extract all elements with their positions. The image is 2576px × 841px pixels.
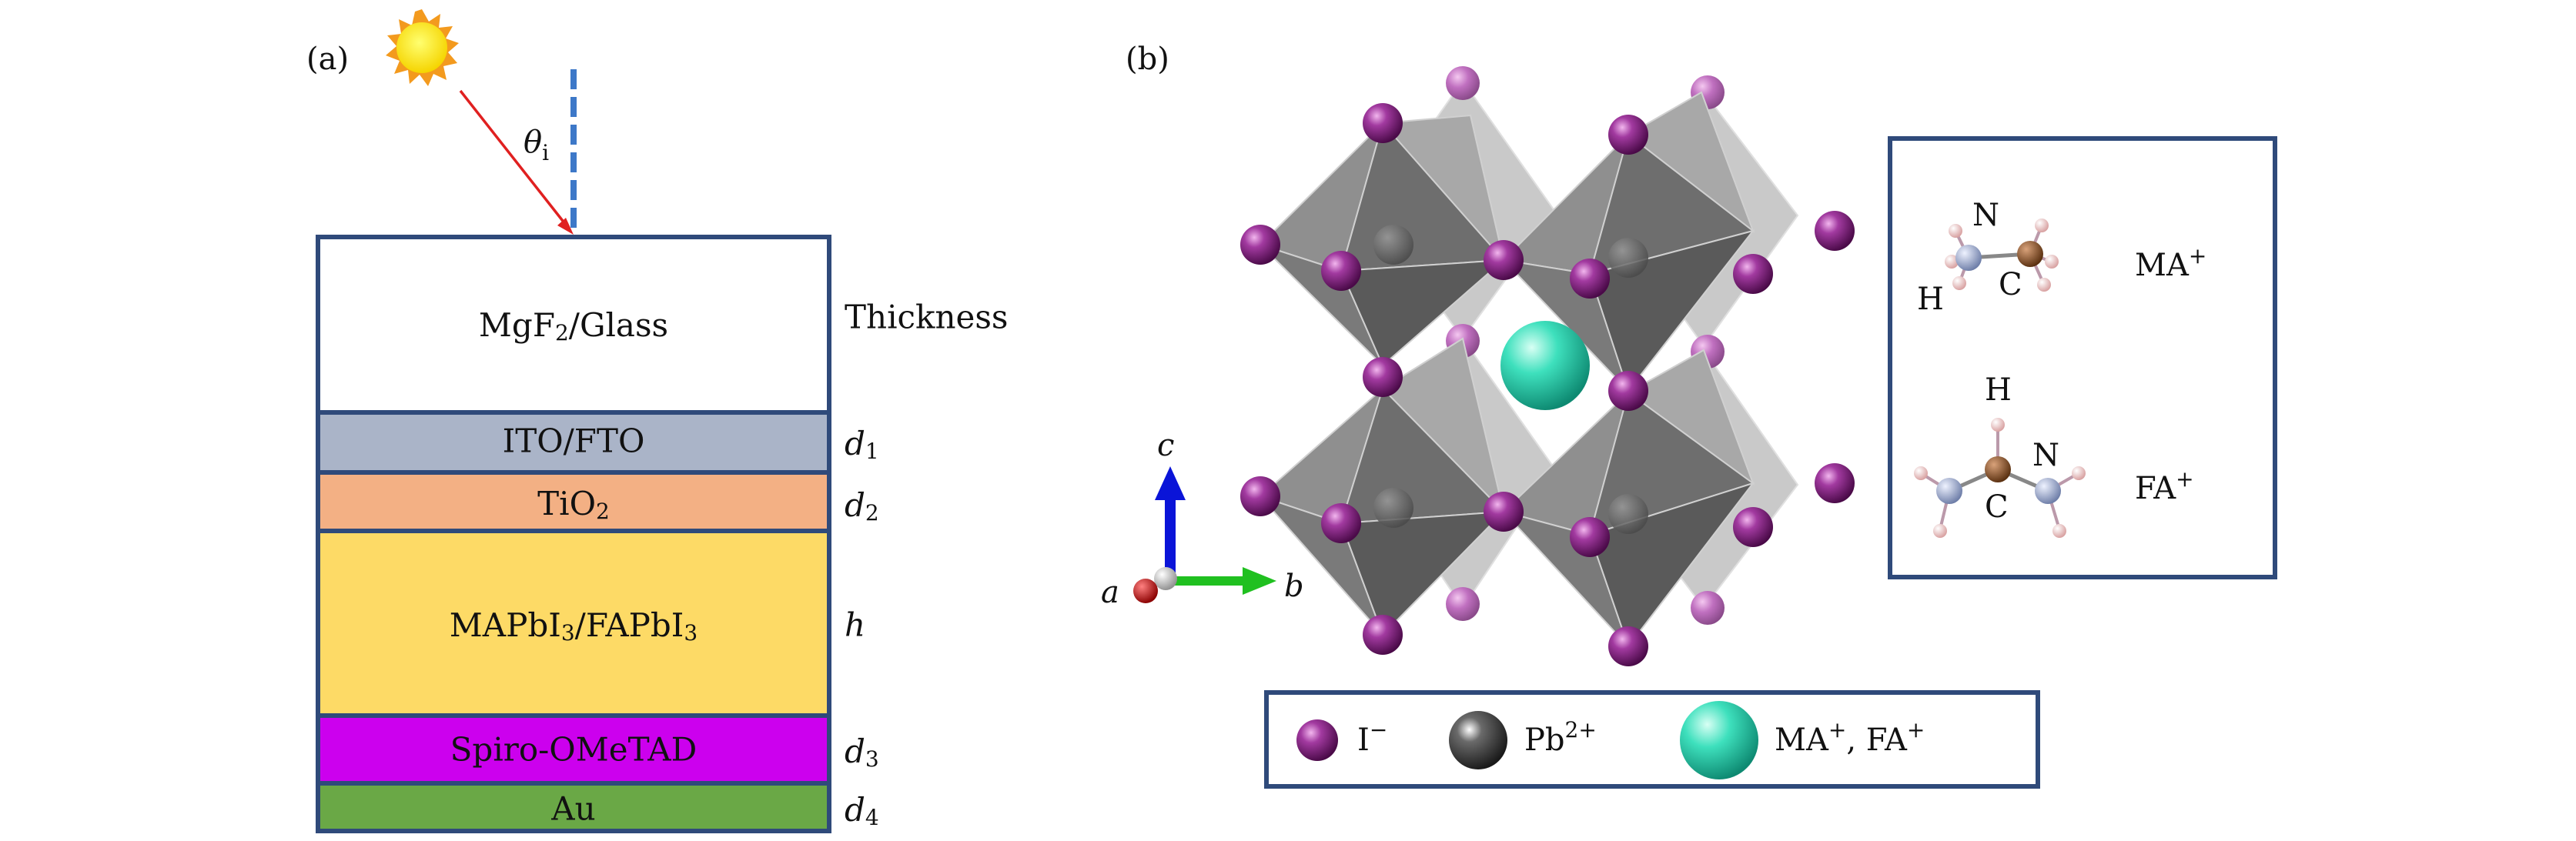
layer-ito-label: ITO/FTO (503, 422, 645, 460)
angle-symbol: θ (524, 125, 542, 160)
layer-perovskite-label: MAPbI3/FAPbI3 (450, 606, 698, 646)
crystal-axes: c b a (1101, 428, 1304, 610)
thickness-d3: d3 (845, 733, 879, 772)
atom-legend: I− Pb2+ MA+, FA+ (1264, 690, 2040, 789)
fa-atom-n: N (2032, 438, 2059, 473)
thickness-h: h (845, 606, 865, 644)
layer-au (316, 781, 831, 833)
thickness-header: Thickness (845, 299, 1008, 336)
incidence-angle-label: θi (524, 125, 549, 165)
fa-atom-c: C (1985, 489, 2009, 525)
legend-iodide-label: I− (1357, 717, 1387, 759)
front-iodides (1240, 103, 1855, 666)
legend-cation-label: MA+, FA+ (1775, 717, 1925, 759)
perovskite-structure (1240, 66, 1855, 666)
c-axis-label: c (1157, 428, 1174, 463)
incident-ray-arrowhead (557, 218, 574, 235)
thickness-d1: d1 (845, 425, 879, 464)
ma-atom-c: C (1999, 267, 2022, 302)
ma-atom-n: N (1972, 198, 1999, 233)
layer-tio2 (316, 470, 831, 533)
angle-subscript: i (542, 140, 549, 165)
thickness-d4: d4 (845, 791, 879, 830)
legend-frame (1264, 690, 2040, 789)
panel-a: (a) θi MgF2/Glass ITO/FTO TiO2 MAPbI3/FA… (306, 9, 1008, 833)
legend-cation-swatch (1680, 701, 1758, 779)
panel-a-label: (a) (306, 42, 349, 77)
panel-b-label: (b) (1126, 42, 1169, 77)
layer-mgf2-label: MgF2/Glass (479, 306, 668, 345)
axis-origin (1154, 567, 1177, 590)
fa-atom-h: H (1985, 372, 2012, 408)
layer-tio2-label: TiO2 (537, 485, 610, 524)
layer-au-label: Au (550, 790, 595, 828)
molecule-inset (1888, 136, 2277, 579)
layer-stack (316, 235, 831, 833)
fa-molecule: H N C FA+ (1914, 372, 2194, 538)
sun-icon (386, 9, 459, 86)
c-axis-arrowhead (1155, 466, 1186, 500)
b-axis-arrowhead (1243, 567, 1276, 595)
ma-molecule: N H C MA+ (1917, 198, 2206, 317)
a-axis-marker (1133, 579, 1158, 603)
layer-spiro-label: Spiro-OMeTAD (450, 731, 698, 769)
layer-perovskite (316, 529, 831, 718)
ma-atom-h: H (1917, 282, 1944, 317)
fa-label: FA+ (2135, 466, 2194, 506)
b-axis-label: b (1284, 569, 1304, 604)
thickness-d2: d2 (845, 486, 879, 526)
a-axis-label: a (1101, 575, 1119, 610)
ma-label: MA+ (2135, 243, 2206, 283)
front-octahedra (1257, 91, 1755, 649)
legend-lead-swatch (1449, 711, 1507, 769)
lead-atoms (1373, 225, 1648, 534)
a-site-cation (1500, 321, 1590, 410)
legend-lead-label: Pb2+ (1524, 717, 1597, 759)
incident-ray (459, 89, 570, 229)
layer-mgf2-glass (316, 235, 831, 415)
panel-b: (b) (1101, 42, 2277, 789)
legend-iodide-swatch (1296, 719, 1338, 761)
